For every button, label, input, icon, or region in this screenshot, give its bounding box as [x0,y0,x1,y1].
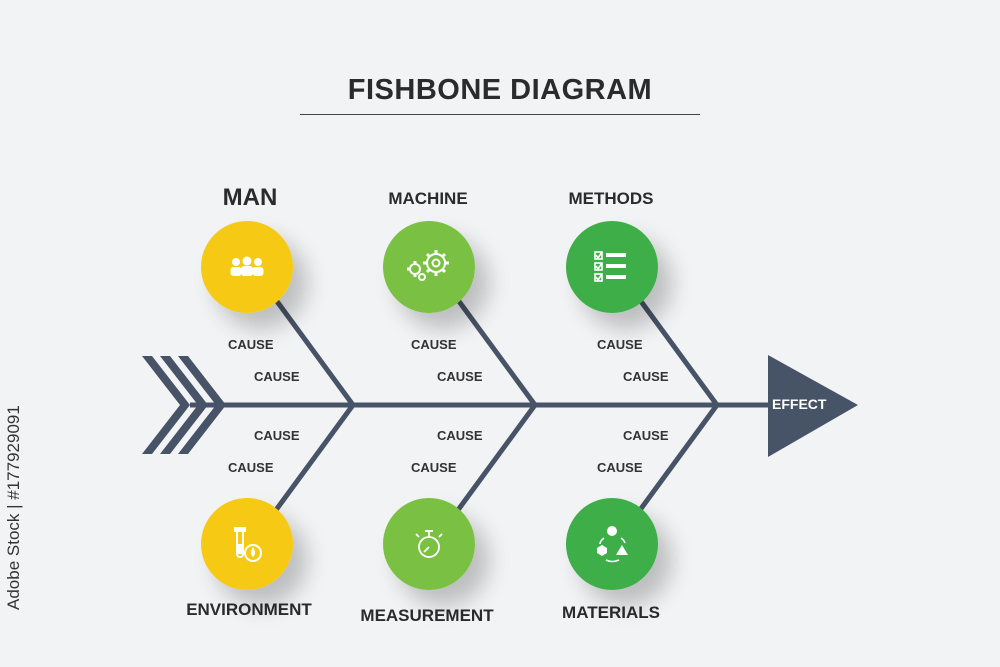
category-label-man: MAN [222,184,278,211]
tail-chevrons [142,356,226,454]
category-label-machine: MACHINE [388,189,468,208]
cause-label: CAUSE [437,428,483,443]
cause-label: CAUSE [411,337,457,352]
gears-icon [407,250,449,281]
stopwatch-icon [415,530,443,558]
title-underline [300,114,700,115]
cause-label: CAUSE [411,460,457,475]
effect-label: EFFECT [772,396,827,412]
bone-measurement [455,403,538,512]
category-node-environment [201,498,293,590]
test-tube-icon [234,527,262,562]
cycle-icon [597,526,628,563]
category-node-man [201,221,293,313]
page-title: FISHBONE DIAGRAM [347,74,653,106]
category-label-environment: ENVIRONMENT [186,600,312,619]
effect-arrowhead [768,355,858,457]
cause-label: CAUSE [254,369,300,384]
people-icon [230,256,264,276]
cause-label: CAUSE [597,337,643,352]
cause-label: CAUSE [623,369,669,384]
category-label-measurement: MEASUREMENT [360,606,494,625]
category-node-measurement [383,498,475,590]
cause-label: CAUSE [228,460,274,475]
category-label-methods: METHODS [568,189,654,208]
category-label-materials: MATERIALS [562,603,660,622]
category-node-machine [383,221,475,313]
category-node-methods [566,221,658,313]
bone-machine [455,298,538,407]
bone-environment [273,403,356,512]
cause-label: CAUSE [437,369,483,384]
cause-label: CAUSE [623,428,669,443]
side-watermark-text: Adobe Stock | #177929091 [4,405,23,610]
cause-label: CAUSE [597,460,643,475]
bone-materials [637,403,720,512]
category-node-materials [566,498,658,590]
checklist-icon [594,251,626,282]
cause-label: CAUSE [228,337,274,352]
cause-label: CAUSE [254,428,300,443]
bone-methods [637,298,720,407]
bone-man [273,298,356,407]
